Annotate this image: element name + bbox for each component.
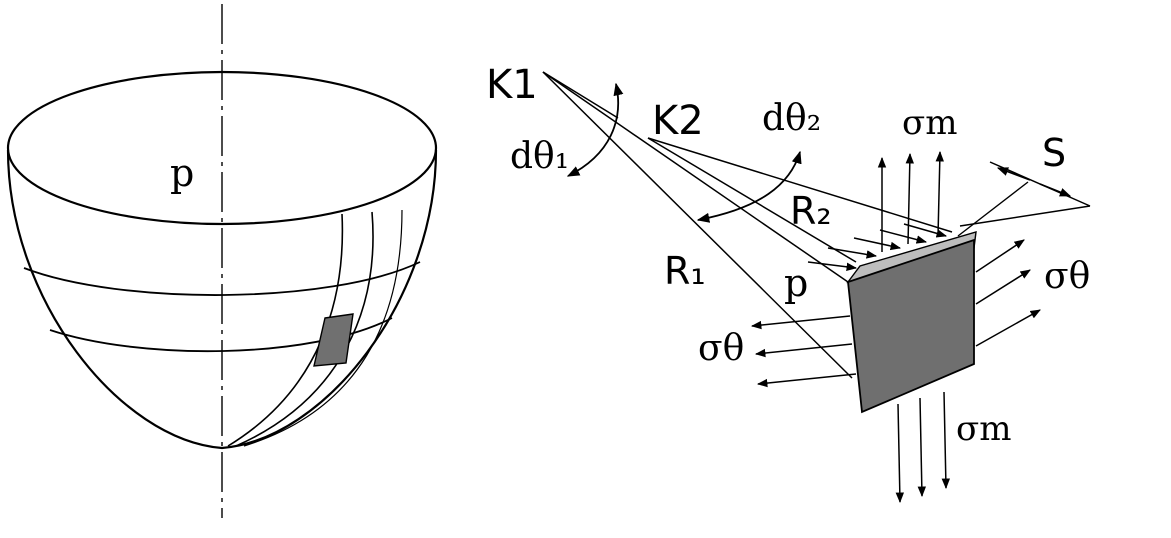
pressure-arrows bbox=[807, 223, 948, 271]
k1-label: K1 bbox=[486, 62, 538, 108]
sigma-m-top-label: σm bbox=[902, 103, 957, 143]
sigma-m-arrow bbox=[905, 152, 914, 245]
thickness-label: S bbox=[1042, 131, 1066, 175]
sigma-m-top-arrows bbox=[877, 150, 944, 252]
pressure-arrow bbox=[879, 229, 928, 244]
shell-parallel-1 bbox=[23, 261, 421, 296]
sigma-m-arrow bbox=[917, 397, 927, 498]
pressure-arrow bbox=[853, 237, 902, 251]
dtheta1-label: dθ₁ bbox=[510, 136, 569, 177]
left-pressure-label: p bbox=[170, 151, 194, 195]
dtheta2-label: dθ₂ bbox=[762, 98, 821, 139]
k1-ray-short bbox=[542, 71, 619, 119]
thickness-diagonal bbox=[957, 181, 1029, 237]
r1-label: R₁ bbox=[664, 249, 706, 293]
sigma-theta-arrow bbox=[754, 343, 853, 358]
shell-meridian-3 bbox=[243, 209, 403, 447]
shell-of-revolution: p bbox=[6, 4, 438, 518]
sigma-theta-arrow bbox=[975, 239, 1025, 273]
thickness-arrow-b bbox=[1039, 183, 1072, 197]
angle1-arc bbox=[566, 82, 624, 177]
sigma-theta-arrow bbox=[975, 309, 1041, 347]
sigma-theta-arrow bbox=[975, 269, 1031, 305]
pressure-arrow bbox=[903, 223, 948, 238]
shell-parallel-2 bbox=[49, 317, 393, 353]
pressure-arrow bbox=[807, 261, 858, 271]
sigma-m-bottom-arrows bbox=[895, 391, 951, 504]
sigma-theta-left-label: σθ bbox=[698, 328, 744, 369]
sigma-m-arrow bbox=[895, 403, 905, 504]
right-pressure-label: p bbox=[784, 261, 808, 305]
sigma-theta-right-arrows bbox=[975, 239, 1041, 347]
stress-element-diagram: K1 K2 dθ₁ dθ₂ R₁ R₂ S bbox=[486, 62, 1091, 504]
thickness-arrow-a bbox=[996, 167, 1031, 181]
shell-meridian-2 bbox=[235, 211, 374, 447]
r2-label: R₂ bbox=[790, 189, 832, 233]
pressure-arrow bbox=[827, 247, 878, 259]
sigma-theta-arrow bbox=[750, 315, 851, 330]
angle2-arc bbox=[696, 150, 802, 223]
sigma-theta-left-arrows bbox=[750, 315, 857, 388]
shell-outer-profile bbox=[6, 149, 438, 450]
sigma-m-bottom-label: σm bbox=[956, 409, 1011, 449]
sigma-theta-arrow bbox=[756, 373, 857, 388]
sigma-theta-right-label: σθ bbox=[1044, 256, 1090, 297]
k2-label: K2 bbox=[652, 98, 704, 144]
sigma-m-arrow bbox=[935, 150, 944, 237]
shell-shaded-element bbox=[313, 313, 354, 367]
element-face bbox=[847, 238, 975, 414]
thickness-extension-1 bbox=[959, 205, 1091, 227]
sigma-m-arrow bbox=[941, 391, 951, 490]
